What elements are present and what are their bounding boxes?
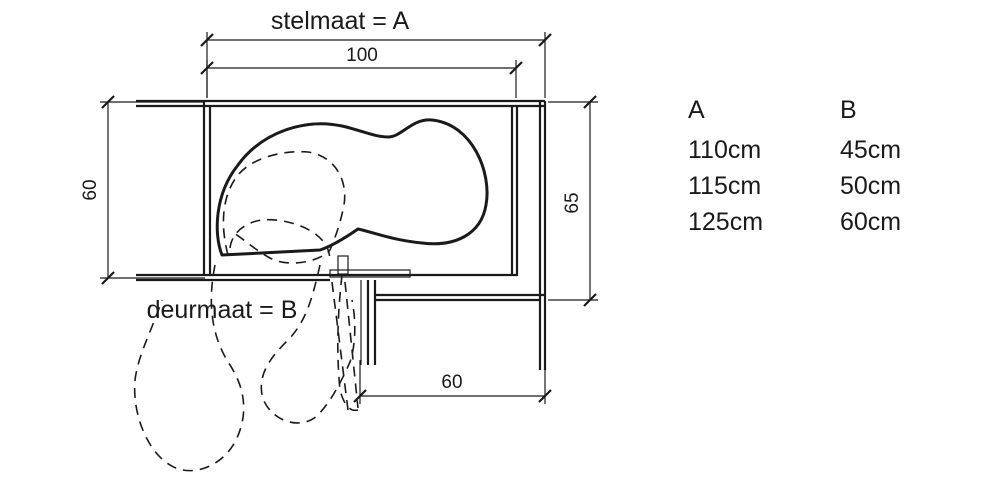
table-cell: 115cm: [688, 172, 761, 200]
carousel-shelf-swing-mid: [229, 218, 331, 263]
inner-width-label: 100: [346, 45, 378, 66]
carousel-shelf-swing-inner: [222, 150, 346, 264]
dimension-right-depth: [548, 95, 598, 307]
table-header-a: A: [688, 96, 705, 124]
dimension-adjacent-width: [353, 360, 552, 404]
carousel-shelf-swing-out: [133, 264, 359, 472]
size-table: A B 110cm 45cm 115cm 50cm 125cm 60cm: [688, 96, 901, 236]
left-depth-label: 60: [80, 179, 101, 200]
stelmaat-label: stelmaat = A: [271, 7, 410, 35]
table-cell: 125cm: [688, 208, 763, 236]
dimension-inner-width: [200, 60, 523, 98]
dimension-left-depth: [100, 95, 205, 285]
carousel-shelf-closed: [215, 118, 489, 257]
right-depth-label: 65: [562, 192, 583, 213]
dimension-stelmaat: [200, 32, 552, 98]
table-cell: 110cm: [688, 136, 761, 164]
table-header-b: B: [840, 96, 857, 124]
door-swing: [331, 281, 359, 411]
table-cell: 45cm: [840, 136, 901, 164]
table-cell: 50cm: [840, 172, 901, 200]
cabinet-walls: [136, 99, 547, 370]
adjacent-width-label: 60: [441, 372, 462, 393]
deurmaat-label: deurmaat = B: [147, 296, 298, 324]
table-cell: 60cm: [840, 208, 901, 236]
